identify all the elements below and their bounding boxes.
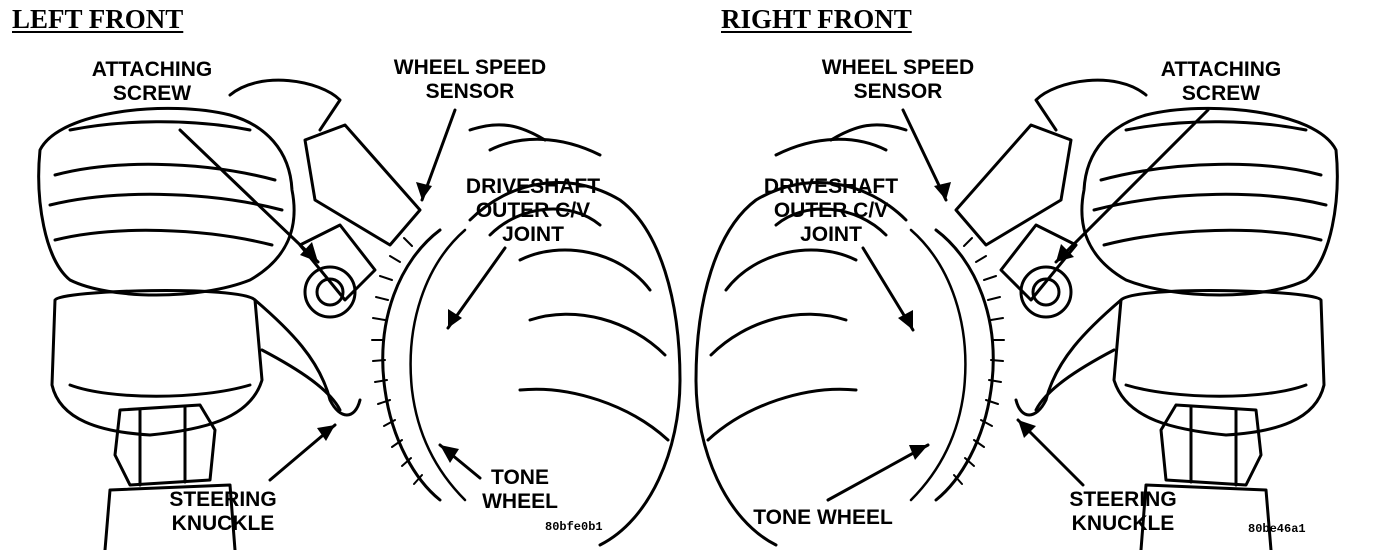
left-knuckle-body	[50, 289, 264, 437]
left-cv-joint	[468, 181, 682, 547]
right-label-attaching-screw: ATTACHING SCREW	[1131, 58, 1311, 106]
left-art-group	[37, 78, 682, 550]
left-label-tone-line1: TONE	[491, 466, 549, 489]
right-sensor-body	[954, 123, 1073, 247]
right-label-cv-line2: OUTER C/V	[773, 199, 889, 222]
right-label-wss-line1: WHEEL SPEED	[821, 56, 975, 79]
right-label-knuckle-line2: KNUCKLE	[1071, 512, 1175, 535]
left-label-knuckle-line1: STEERING	[169, 488, 277, 511]
left-label-wheel-speed-sensor: WHEEL SPEED SENSOR	[380, 56, 560, 104]
right-label-tone-wheel: TONE WHEEL	[738, 506, 908, 530]
left-label-cv-line1: DRIVESHAFT	[465, 175, 601, 198]
left-label-attaching-screw-line1: ATTACHING	[91, 58, 213, 81]
right-panel-title: RIGHT FRONT	[721, 4, 912, 34]
right-label-knuckle-line1: STEERING	[1069, 488, 1177, 511]
right-label-tone-line1: TONE WHEEL	[753, 506, 893, 529]
left-label-wss-line1: WHEEL SPEED	[393, 56, 547, 79]
right-front-illustration	[694, 78, 1339, 550]
left-label-tone-wheel: TONE WHEEL	[465, 466, 575, 514]
right-label-attaching-screw-line2: SCREW	[1181, 82, 1261, 105]
left-label-driveshaft-joint: DRIVESHAFT OUTER C/V JOINT	[448, 175, 618, 247]
left-screw-head	[303, 265, 357, 319]
left-panel-title: LEFT FRONT	[12, 4, 184, 34]
right-art-group	[694, 78, 1339, 550]
left-leader-attaching-screw	[178, 128, 320, 264]
right-screw-head	[1019, 265, 1073, 319]
right-label-wss-line2: SENSOR	[853, 80, 943, 103]
left-sensor-body	[303, 123, 422, 247]
right-tone-wheel	[934, 228, 995, 502]
left-label-wss-line2: SENSOR	[425, 80, 515, 103]
left-front-illustration	[37, 78, 682, 550]
left-front-panel: LEFT FRONT ATTACHING SCREW WHEEL SPEED S…	[12, 4, 682, 550]
right-label-cv-line1: DRIVESHAFT	[763, 175, 899, 198]
right-label-steering-knuckle: STEERING KNUCKLE	[1048, 488, 1198, 536]
right-label-cv-line3: JOINT	[800, 223, 862, 246]
right-label-wheel-speed-sensor: WHEEL SPEED SENSOR	[808, 56, 988, 104]
left-tone-wheel	[381, 228, 442, 502]
right-leader-tone-wheel	[826, 443, 930, 502]
right-cv-joint	[694, 181, 908, 547]
left-label-attaching-screw-line2: SCREW	[112, 82, 192, 105]
left-label-cv-line3: JOINT	[502, 223, 564, 246]
right-knuckle-body	[1112, 289, 1326, 437]
left-label-tone-line2: WHEEL	[482, 490, 558, 513]
left-label-steering-knuckle: STEERING KNUCKLE	[148, 488, 298, 536]
left-hub-nut	[113, 403, 217, 487]
left-leader-cv-joint	[446, 246, 507, 330]
right-hub-nut	[1159, 403, 1263, 487]
right-label-driveshaft-joint: DRIVESHAFT OUTER C/V JOINT	[746, 175, 916, 247]
left-label-knuckle-line2: KNUCKLE	[171, 512, 275, 535]
right-cv-boot	[1080, 106, 1339, 297]
right-leader-attaching-screw	[1054, 108, 1210, 264]
right-label-attaching-screw-line1: ATTACHING	[1160, 58, 1282, 81]
right-figure-code: 80be46a1	[1248, 522, 1306, 536]
right-front-panel: RIGHT FRONT WHEEL SPEED SENSOR ATTACHING…	[688, 0, 1376, 550]
left-figure-code: 80bfe0b1	[545, 520, 603, 534]
left-label-cv-line2: OUTER C/V	[475, 199, 591, 222]
left-cv-boot	[37, 106, 296, 297]
left-label-attaching-screw: ATTACHING SCREW	[62, 58, 242, 106]
